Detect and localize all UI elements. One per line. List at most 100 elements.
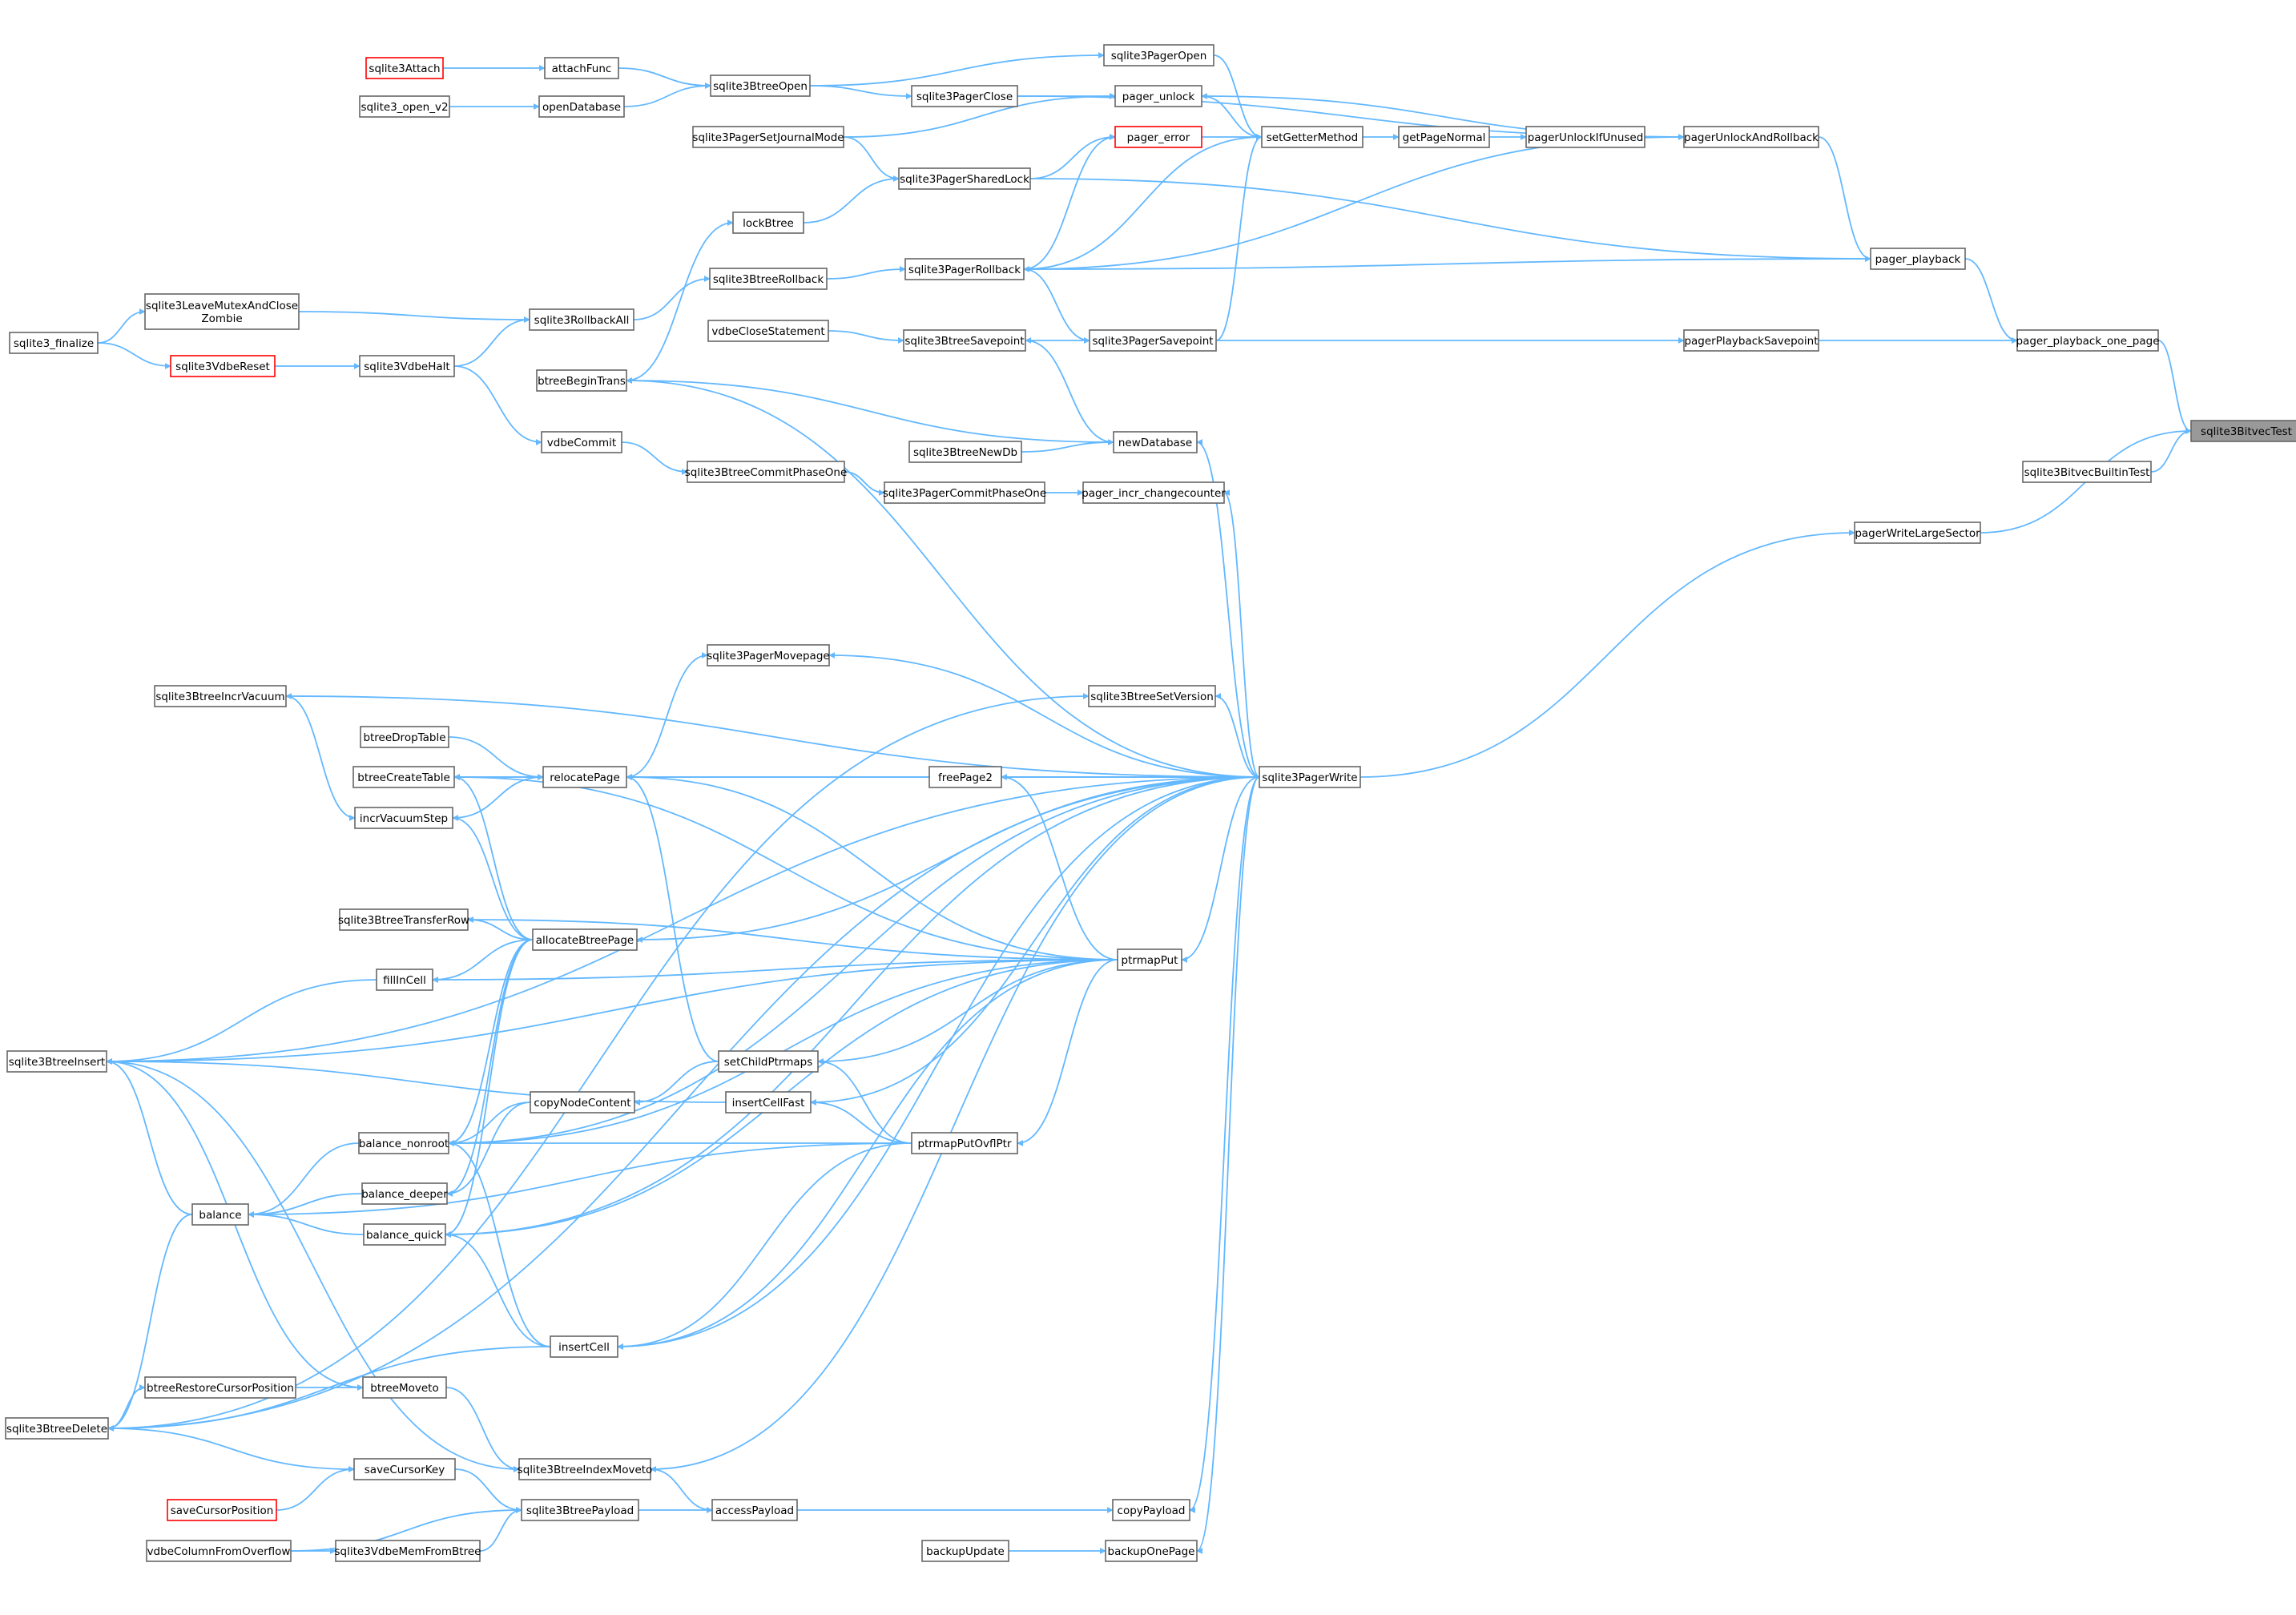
node-label: accessPayload xyxy=(715,1504,794,1517)
node-btreeRestoreCursorPosition[interactable]: btreeRestoreCursorPosition xyxy=(144,1376,296,1399)
node-box xyxy=(376,969,433,991)
node-label: insertCellFast xyxy=(732,1097,805,1110)
edge-sqlite3PagerWrite-to-sqlite3BtreeSetVersion xyxy=(1214,693,1260,778)
node-openDatabase[interactable]: openDatabase xyxy=(538,95,625,118)
node-allocateBtreePage[interactable]: allocateBtreePage xyxy=(532,928,638,951)
node-sqlite3_finalize[interactable]: sqlite3_finalize xyxy=(9,332,99,354)
node-label: btreeBeginTrans xyxy=(538,375,626,388)
node-sqlite3BtreeDelete[interactable]: sqlite3BtreeDelete xyxy=(5,1417,109,1440)
node-btreeBeginTrans[interactable]: btreeBeginTrans xyxy=(536,369,627,392)
nodes-layer: sqlite3BitvecTest sqlite3BitvecBuiltinTes… xyxy=(5,44,2296,1562)
node-balance_deeper[interactable]: balance_deeper xyxy=(361,1182,448,1205)
node-pager_incr_changecounter[interactable]: pager_incr_changecounter xyxy=(1082,481,1226,504)
node-attachFunc[interactable]: attachFunc xyxy=(544,57,619,79)
node-label: sqlite3BtreeSetVersion xyxy=(1090,691,1214,703)
node-backupOnePage[interactable]: backupOnePage xyxy=(1105,1540,1198,1562)
node-freePage2[interactable]: freePage2 xyxy=(928,766,1002,788)
node-sqlite3VdbeHalt[interactable]: sqlite3VdbeHalt xyxy=(359,355,455,377)
node-sqlite3PagerOpen[interactable]: sqlite3PagerOpen xyxy=(1103,44,1214,66)
node-label: incrVacuumStep xyxy=(360,812,448,825)
node-sqlite3PagerCommitPhaseOne[interactable]: sqlite3PagerCommitPhaseOne xyxy=(883,481,1046,504)
node-copyPayload[interactable]: copyPayload xyxy=(1112,1499,1190,1521)
node-sqlite3PagerSavepoint[interactable]: sqlite3PagerSavepoint xyxy=(1089,329,1217,352)
node-balance_nonroot[interactable]: balance_nonroot xyxy=(358,1132,449,1154)
node-btreeDropTable[interactable]: btreeDropTable xyxy=(360,726,449,748)
node-box xyxy=(732,211,804,234)
node-getPageNormal[interactable]: getPageNormal xyxy=(1398,126,1490,148)
node-vdbeCloseStatement[interactable]: vdbeCloseStatement xyxy=(707,320,829,342)
node-sqlite3PagerMovepage[interactable]: sqlite3PagerMovepage xyxy=(707,644,830,667)
node-sqlite3VdbeMemFromBtree[interactable]: sqlite3VdbeMemFromBtree xyxy=(335,1540,481,1562)
node-accessPayload[interactable]: accessPayload xyxy=(711,1499,798,1521)
node-sqlite3PagerSharedLock[interactable]: sqlite3PagerSharedLock xyxy=(898,167,1031,190)
edge-vdbeColumnFromOverflow-to-sqlite3BtreePayload xyxy=(290,1507,522,1552)
node-sqlite3BtreeOpen[interactable]: sqlite3BtreeOpen xyxy=(710,75,811,97)
node-box xyxy=(536,369,627,392)
node-insertCell[interactable]: insertCell xyxy=(550,1335,618,1358)
node-label: vdbeCommit xyxy=(547,437,616,449)
node-vdbeCommit[interactable]: vdbeCommit xyxy=(541,431,622,453)
node-balance[interactable]: balance xyxy=(191,1203,249,1226)
node-btreeCreateTable[interactable]: btreeCreateTable xyxy=(352,766,455,788)
node-pager_playback[interactable]: pager_playback xyxy=(1870,248,1966,270)
node-sqlite3PagerClose[interactable]: sqlite3PagerClose xyxy=(911,85,1018,107)
node-ptrmapPutOvflPtr[interactable]: ptrmapPutOvflPtr xyxy=(911,1132,1018,1154)
node-pager_error[interactable]: pager_error xyxy=(1114,126,1202,148)
node-insertCellFast[interactable]: insertCellFast xyxy=(725,1091,812,1114)
edge-openDatabase-to-sqlite3BtreeOpen xyxy=(623,83,711,107)
node-setChildPtrmaps[interactable]: setChildPtrmaps xyxy=(718,1050,819,1073)
node-sqlite3Attach[interactable]: sqlite3Attach xyxy=(365,57,444,79)
node-fillInCell[interactable]: fillInCell xyxy=(376,969,433,991)
node-relocatePage[interactable]: relocatePage xyxy=(542,766,627,788)
node-sqlite3RollbackAll[interactable]: sqlite3RollbackAll xyxy=(529,308,634,331)
node-copyNodeContent[interactable]: copyNodeContent xyxy=(530,1091,635,1114)
node-pagerWriteLargeSector[interactable]: pagerWriteLargeSector xyxy=(1854,522,1981,544)
node-sqlite3BtreeRollback[interactable]: sqlite3BtreeRollback xyxy=(709,268,828,290)
node-sqlite3BtreeSavepoint[interactable]: sqlite3BtreeSavepoint xyxy=(903,329,1026,352)
node-setGetterMethod[interactable]: setGetterMethod xyxy=(1261,126,1364,148)
node-label: sqlite3BitvecBuiltinTest xyxy=(2024,466,2150,479)
node-lockBtree[interactable]: lockBtree xyxy=(732,211,804,234)
node-sqlite3BtreeTransferRow[interactable]: sqlite3BtreeTransferRow xyxy=(338,908,469,931)
node-incrVacuumStep[interactable]: incrVacuumStep xyxy=(354,807,453,829)
node-sqlite3PagerRollback[interactable]: sqlite3PagerRollback xyxy=(904,258,1025,280)
node-box xyxy=(1259,766,1361,788)
node-sqlite3VdbeReset[interactable]: sqlite3VdbeReset xyxy=(170,355,276,377)
node-saveCursorKey[interactable]: saveCursorKey xyxy=(353,1458,456,1480)
node-sqlite3BitvecTest[interactable]: sqlite3BitvecTest xyxy=(2190,420,2296,442)
node-balance_quick[interactable]: balance_quick xyxy=(363,1223,446,1246)
edge-attachFunc-to-sqlite3BtreeOpen xyxy=(618,67,711,89)
node-ptrmapPut[interactable]: ptrmapPut xyxy=(1117,948,1182,971)
node-sqlite3BtreeNewDb[interactable]: sqlite3BtreeNewDb xyxy=(908,441,1022,463)
node-saveCursorPosition[interactable]: saveCursorPosition xyxy=(167,1499,277,1521)
node-sqlite3BtreeCommitPhaseOne[interactable]: sqlite3BtreeCommitPhaseOne xyxy=(685,461,848,483)
node-pagerUnlockAndRollback[interactable]: pagerUnlockAndRollback xyxy=(1683,126,1819,148)
node-sqlite3PagerWrite[interactable]: sqlite3PagerWrite xyxy=(1259,766,1361,788)
node-sqlite3BtreeIncrVacuum[interactable]: sqlite3BtreeIncrVacuum xyxy=(154,685,287,707)
edge-setChildPtrmaps-to-copyNodeContent xyxy=(634,1061,719,1106)
node-sqlite3PagerSetJournalMode[interactable]: sqlite3PagerSetJournalMode xyxy=(692,126,844,148)
node-pager_unlock[interactable]: pager_unlock xyxy=(1114,85,1202,107)
node-label: vdbeCloseStatement xyxy=(711,325,824,338)
node-sqlite3_open_v2[interactable]: sqlite3_open_v2 xyxy=(359,95,450,118)
node-sqlite3BtreeInsert[interactable]: sqlite3BtreeInsert xyxy=(6,1050,107,1073)
edge-pager_playback_one_page-to-sqlite3BitvecTest xyxy=(2157,340,2192,434)
node-label: sqlite3BtreeRollback xyxy=(713,273,824,286)
edge-pager_playback-to-sqlite3PagerRollback xyxy=(1023,258,1871,272)
node-label: sqlite3PagerClose xyxy=(916,91,1013,103)
node-btreeMoveto[interactable]: btreeMoveto xyxy=(362,1376,447,1399)
node-box xyxy=(707,320,829,342)
node-sqlite3BitvecBuiltinTest[interactable]: sqlite3BitvecBuiltinTest xyxy=(2022,461,2152,483)
node-sqlite3BtreePayload[interactable]: sqlite3BtreePayload xyxy=(521,1499,639,1521)
node-sqlite3BtreeIndexMoveto[interactable]: sqlite3BtreeIndexMoveto xyxy=(518,1458,653,1480)
node-pagerPlaybackSavepoint[interactable]: pagerPlaybackSavepoint xyxy=(1683,329,1819,352)
node-label: sqlite3BtreePayload xyxy=(526,1504,634,1517)
node-pager_playback_one_page[interactable]: pager_playback_one_page xyxy=(2016,329,2160,352)
node-pagerUnlockIfUnused[interactable]: pagerUnlockIfUnused xyxy=(1525,126,1645,148)
node-newDatabase[interactable]: newDatabase xyxy=(1113,431,1198,453)
node-backupUpdate[interactable]: backupUpdate xyxy=(921,1540,1009,1562)
node-vdbeColumnFromOverflow[interactable]: vdbeColumnFromOverflow xyxy=(146,1540,292,1562)
node-label: setChildPtrmaps xyxy=(724,1056,812,1069)
node-sqlite3BtreeSetVersion[interactable]: sqlite3BtreeSetVersion xyxy=(1088,685,1216,707)
